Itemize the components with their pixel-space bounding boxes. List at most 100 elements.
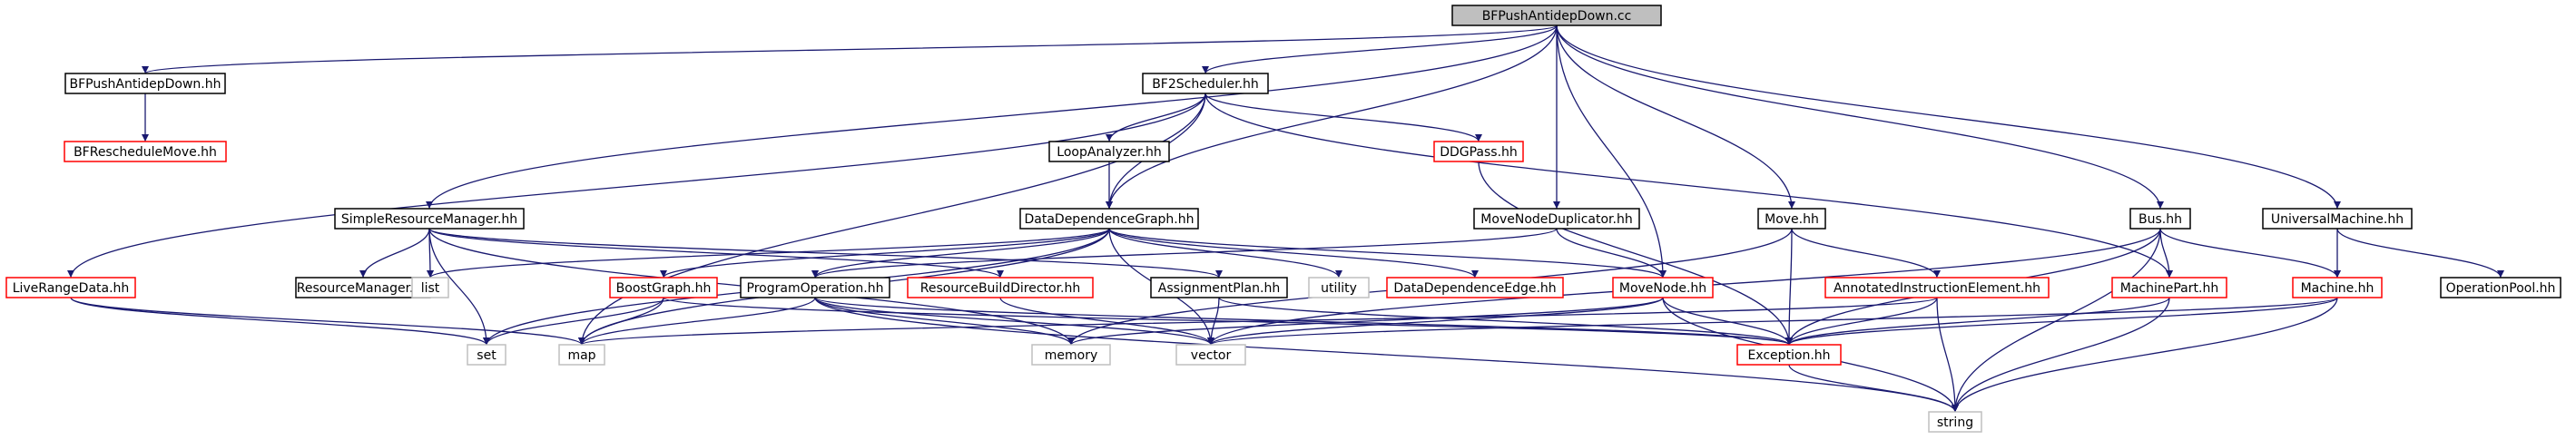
edge-bfpushantidepdown-cc-to-move-hh bbox=[1556, 24, 1795, 210]
edge-programoperation-hh-to-string bbox=[814, 297, 1959, 413]
node-loopanalyzer-hh[interactable]: LoopAnalyzer.hh bbox=[1048, 141, 1170, 162]
edge-liverangedata-hh-to-set bbox=[70, 297, 490, 346]
node-label: LoopAnalyzer.hh bbox=[1057, 145, 1161, 160]
edge-boostgraph-hh-to-map bbox=[578, 297, 664, 346]
node-machine-hh[interactable]: Machine.hh bbox=[2292, 277, 2383, 298]
node-box bbox=[2292, 277, 2383, 298]
edge-movenode-hh-to-exception-hh bbox=[1662, 297, 1793, 346]
node-label: UniversalMachine.hh bbox=[2271, 212, 2404, 227]
node-box bbox=[1031, 344, 1111, 366]
edge-universalmachine-hh-to-operationpool-hh bbox=[2336, 228, 2504, 279]
edge-annotatedinstructionelement-hh-to-map bbox=[578, 297, 1938, 346]
node-label: LiveRangeData.hh bbox=[13, 281, 130, 296]
node-movenode-hh[interactable]: MoveNode.hh bbox=[1612, 277, 1714, 298]
edge-move-hh-to-exception-hh bbox=[1785, 228, 1794, 346]
node-box bbox=[1757, 208, 1826, 230]
node-box bbox=[2262, 208, 2413, 230]
edge-datadependencegraph-hh-to-boostgraph-hh bbox=[660, 228, 1110, 279]
node-bf2scheduler-hh[interactable]: BF2Scheduler.hh bbox=[1142, 73, 1269, 94]
edge-liverangedata-hh-to-map bbox=[70, 297, 585, 346]
edge-boostgraph-hh-to-set bbox=[483, 297, 664, 346]
node-datadependencegraph-hh[interactable]: DataDependenceGraph.hh bbox=[1019, 208, 1199, 230]
node-vector: vector bbox=[1175, 344, 1246, 366]
node-label: OperationPool.hh bbox=[2446, 281, 2556, 296]
edge-simpleresourcemanager-hh-to-resourcebuilddirector-hh bbox=[428, 228, 1004, 279]
edge-datadependencegraph-hh-to-utility bbox=[1108, 228, 1342, 279]
node-bfreschedulemove-hh[interactable]: BFRescheduleMove.hh bbox=[64, 141, 227, 162]
node-label: BFRescheduleMove.hh bbox=[74, 145, 217, 160]
node-operationpool-hh[interactable]: OperationPool.hh bbox=[2440, 277, 2561, 298]
edge-bf2scheduler-hh-to-loopanalyzer-hh bbox=[1106, 93, 1206, 142]
edge-boostgraph-hh-to-exception-hh bbox=[663, 297, 1793, 346]
node-utility: utility bbox=[1308, 277, 1370, 298]
edge-assignmentplan-hh-to-exception-hh bbox=[1218, 297, 1793, 346]
node-box bbox=[1048, 141, 1170, 162]
node-box bbox=[467, 344, 506, 366]
edge-bfpushantidepdown-cc-to-bus-hh bbox=[1556, 24, 2164, 210]
node-label: MoveNode.hh bbox=[1619, 281, 1706, 296]
edge-bfpushantidepdown-cc-to-bfpushantidepdown-hh bbox=[142, 24, 1558, 74]
node-annotatedinstructionelement-hh[interactable]: AnnotatedInstructionElement.hh bbox=[1824, 277, 2050, 298]
node-assignmentplan-hh[interactable]: AssignmentPlan.hh bbox=[1150, 277, 1288, 298]
node-label: SimpleResourceManager.hh bbox=[341, 212, 517, 227]
node-label: BF2Scheduler.hh bbox=[1152, 77, 1259, 92]
node-box bbox=[64, 73, 226, 94]
node-label: AnnotatedInstructionElement.hh bbox=[1834, 281, 2040, 296]
node-label: string bbox=[1937, 416, 1973, 430]
node-bfpushantidepdown-cc[interactable]: BFPushAntidepDown.cc bbox=[1451, 5, 1662, 26]
node-universalmachine-hh[interactable]: UniversalMachine.hh bbox=[2262, 208, 2413, 230]
node-boostgraph-hh[interactable]: BoostGraph.hh bbox=[609, 277, 718, 298]
node-datadependenceedge-hh[interactable]: DataDependenceEdge.hh bbox=[1386, 277, 1564, 298]
node-simpleresourcemanager-hh[interactable]: SimpleResourceManager.hh bbox=[334, 208, 525, 230]
edge-simpleresourcemanager-hh-to-set bbox=[428, 228, 490, 346]
edge-bf2scheduler-hh-to-map bbox=[578, 93, 1206, 346]
edge-machine-hh-to-string bbox=[1952, 297, 2338, 413]
node-label: Bus.hh bbox=[2138, 212, 2182, 227]
node-move-hh[interactable]: Move.hh bbox=[1757, 208, 1826, 230]
node-label: DataDependenceEdge.hh bbox=[1393, 281, 1556, 296]
node-label: vector bbox=[1191, 348, 1232, 363]
node-box bbox=[1736, 344, 1842, 366]
edge-bus-hh-to-machine-hh bbox=[2159, 228, 2341, 279]
node-label: DataDependenceGraph.hh bbox=[1024, 212, 1194, 227]
node-label: Move.hh bbox=[1765, 212, 1819, 227]
node-machinepart-hh[interactable]: MachinePart.hh bbox=[2111, 277, 2227, 298]
edge-bfpushantidepdown-cc-to-movenode-hh bbox=[1556, 24, 1667, 279]
node-programoperation-hh[interactable]: ProgramOperation.hh bbox=[740, 277, 890, 298]
node-label: ResourceManager.hh bbox=[297, 281, 429, 296]
node-liverangedata-hh[interactable]: LiveRangeData.hh bbox=[5, 277, 136, 298]
node-label: BFPushAntidepDown.hh bbox=[70, 77, 221, 92]
node-list: list bbox=[411, 277, 449, 298]
node-movenodeduplicator-hh[interactable]: MoveNodeDuplicator.hh bbox=[1473, 208, 1640, 230]
node-label: Machine.hh bbox=[2301, 281, 2374, 296]
node-resourcemanager-hh[interactable]: ResourceManager.hh bbox=[295, 277, 431, 298]
node-label: ProgramOperation.hh bbox=[747, 281, 884, 296]
node-box bbox=[5, 277, 136, 298]
edge-simpleresourcemanager-hh-to-resourcemanager-hh bbox=[359, 228, 430, 279]
node-ddgpass-hh[interactable]: DDGPass.hh bbox=[1433, 141, 1524, 162]
node-box bbox=[1612, 277, 1714, 298]
node-label: Exception.hh bbox=[1747, 348, 1830, 363]
node-bus-hh[interactable]: Bus.hh bbox=[2129, 208, 2191, 230]
edge-datadependencegraph-hh-to-programoperation-hh bbox=[811, 228, 1110, 279]
node-box bbox=[1473, 208, 1640, 230]
node-bfpushantidepdown-hh[interactable]: BFPushAntidepDown.hh bbox=[64, 73, 226, 94]
node-box bbox=[1451, 5, 1662, 26]
node-label: list bbox=[421, 281, 440, 296]
edge-datadependencegraph-hh-to-movenode-hh bbox=[1108, 228, 1667, 279]
node-string: string bbox=[1928, 411, 1982, 433]
node-label: memory bbox=[1045, 348, 1098, 363]
edge-bf2scheduler-hh-to-liverangedata-hh bbox=[67, 93, 1206, 279]
node-box bbox=[609, 277, 718, 298]
edge-movenodeduplicator-hh-to-movenode-hh bbox=[1556, 228, 1667, 279]
node-resourcebuilddirector-hh[interactable]: ResourceBuildDirector.hh bbox=[907, 277, 1094, 298]
node-label: AssignmentPlan.hh bbox=[1158, 281, 1280, 296]
edge-annotatedinstructionelement-hh-to-string bbox=[1936, 297, 1959, 413]
edge-programoperation-hh-to-vector bbox=[814, 297, 1214, 346]
edge-machine-hh-to-vector bbox=[1207, 297, 2338, 346]
edge-annotatedinstructionelement-hh-to-exception-hh bbox=[1785, 297, 1938, 346]
node-box bbox=[411, 277, 449, 298]
edge-datadependencegraph-hh-to-datadependenceedge-hh bbox=[1108, 228, 1479, 279]
node-exception-hh[interactable]: Exception.hh bbox=[1736, 344, 1842, 366]
